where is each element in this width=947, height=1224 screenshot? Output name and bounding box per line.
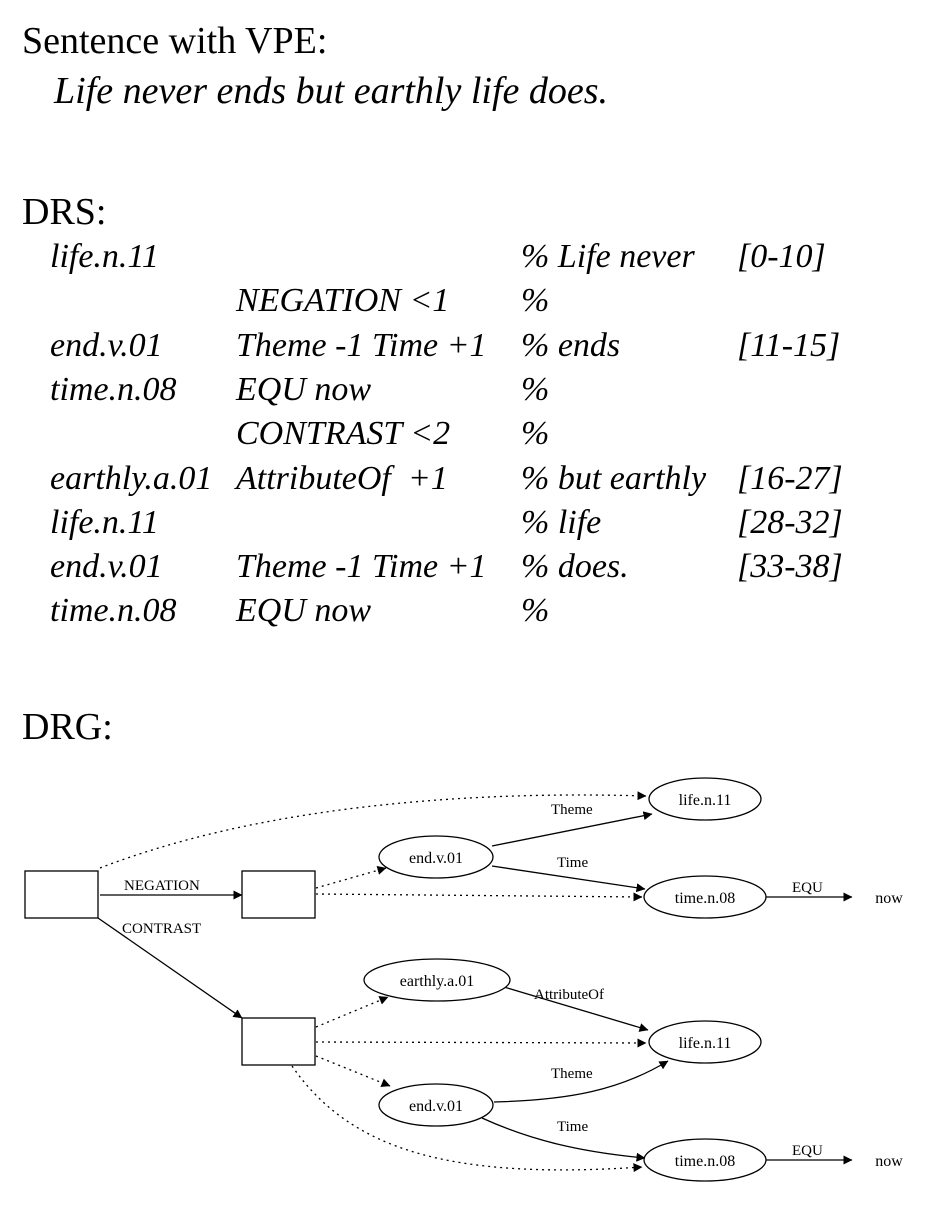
drg-edge-theme2: [493, 1060, 669, 1103]
drg-edge-box1-time1: [315, 892, 643, 902]
drs-row-comment: %: [521, 370, 550, 408]
drs-row-comment: % does.: [521, 548, 629, 586]
drg-node-end1: [378, 835, 494, 879]
drs-row-relation: NEGATION <1: [236, 282, 450, 320]
drs-row-relation: EQU now: [236, 370, 372, 408]
drg-node-life1: [648, 777, 762, 821]
drg-node-life2: [648, 1020, 762, 1064]
drg-box-contrast-scope: [241, 1017, 316, 1066]
drg-edge-theme1: [491, 811, 653, 847]
drs-row-relation: AttributeOf +1: [236, 459, 448, 497]
drs-row-comment: %: [521, 415, 550, 453]
drs-row-span: [11-15]: [737, 326, 841, 364]
drs-row-concept: end.v.01: [50, 548, 163, 586]
drg-heading: DRG:: [22, 706, 113, 748]
drg-edge-time2-label: Time: [557, 1119, 588, 1135]
drs-heading: DRS:: [22, 191, 107, 233]
drg-edge-contrast: [97, 917, 243, 1019]
drs-row-span: [28-32]: [737, 503, 843, 541]
drs-row-comment: % life: [521, 503, 602, 541]
drg-node-earthly-label: earthly.a.01: [400, 973, 474, 990]
drg-edge-box2-earthly: [315, 996, 389, 1028]
drs-row-comment: %: [521, 592, 550, 630]
drg-edge-theme2-label: Theme: [551, 1066, 593, 1082]
drg-node-end1-label: end.v.01: [409, 850, 463, 867]
drs-row-concept: end.v.01: [50, 326, 163, 364]
drg-node-time2-label: time.n.08: [675, 1153, 735, 1170]
drg-node-life1-label: life.n.11: [679, 792, 732, 809]
drg-edge-attributeof: [503, 986, 649, 1032]
drs-row-relation: EQU now: [236, 592, 372, 630]
drg-edge-time2: [481, 1117, 646, 1162]
drg-node-time2: [643, 1138, 767, 1182]
drg-edge-negation-label: NEGATION: [124, 878, 200, 894]
drg-node-life2-label: life.n.11: [679, 1035, 732, 1052]
drg-node-end2: [378, 1083, 494, 1127]
drs-row-comment: % but earthly: [521, 459, 707, 497]
drg-edge-attributeof-label: AttributeOf: [534, 987, 604, 1003]
drg-edge-contrast-label: CONTRAST: [122, 921, 201, 937]
drg-edge-box2-life2: [315, 1038, 647, 1048]
drg-edge-time1-label: Time: [557, 855, 588, 871]
drg-box-root: [24, 870, 99, 919]
drg-edge-theme1-label: Theme: [551, 802, 593, 818]
drs-row-relation: CONTRAST <2: [236, 415, 451, 453]
drg-node-end2-label: end.v.01: [409, 1098, 463, 1115]
drs-row-concept: time.n.08: [50, 370, 177, 408]
vpe-heading: Sentence with VPE:: [22, 20, 328, 62]
vpe-sentence: Life never ends but earthly life does.: [54, 70, 609, 112]
drs-row-comment: % Life never: [521, 238, 695, 275]
drs-row-span: [33-38]: [737, 548, 843, 586]
drg-node-earthly: [363, 958, 511, 1002]
drg-edge-time1: [491, 865, 646, 893]
drg-node-now1-label: now: [875, 890, 903, 907]
drg-box-negation-scope: [241, 870, 316, 919]
drs-row-span: [16-27]: [737, 459, 843, 497]
drs-row-span: [0-10]: [737, 238, 826, 275]
drs-row-concept: earthly.a.01: [50, 459, 213, 497]
drg-node-time1-label: time.n.08: [675, 890, 735, 907]
drs-row-concept: life.n.11: [50, 503, 159, 541]
drs-row-comment: % ends: [521, 326, 621, 364]
drs-row-concept: life.n.11: [50, 238, 159, 275]
drs-row-relation: Theme -1 Time +1: [236, 548, 487, 586]
drs-row-relation: Theme -1 Time +1: [236, 326, 487, 364]
drs-row-comment: %: [521, 282, 550, 320]
drg-edge-box2-end2: [315, 1055, 391, 1087]
drg-node-time1: [643, 875, 767, 919]
drg-edge-equ2-label: EQU: [792, 1143, 823, 1159]
drs-row-concept: time.n.08: [50, 592, 177, 630]
drg-edge-equ1-label: EQU: [792, 880, 823, 896]
drg-edge-box1-end1: [315, 866, 387, 889]
drg-node-now2-label: now: [875, 1153, 903, 1170]
